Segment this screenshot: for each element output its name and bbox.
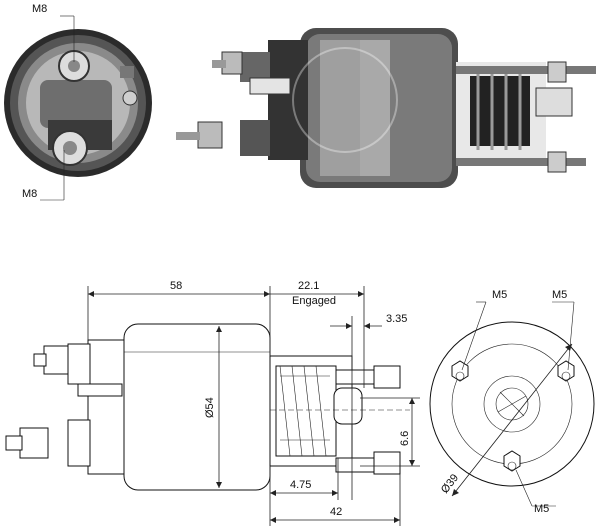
dim-stroke: 22.1 <box>298 280 319 292</box>
dim-stroke-note: Engaged <box>292 295 336 307</box>
dim-pin-offset: 4.75 <box>290 479 311 491</box>
label-bottom-stud: M8 <box>22 188 37 200</box>
dim-body-length: 58 <box>170 280 182 292</box>
end-view-drawing: M5 M5 M5 Ø39 <box>429 289 595 515</box>
hole-left <box>451 360 469 382</box>
dim-diameter: Ø54 <box>204 397 216 418</box>
photo-end-view: M8 M8 <box>4 3 152 201</box>
hole-right <box>557 360 575 382</box>
photo-side-view <box>176 28 596 188</box>
dim-overall-plunger: 42 <box>330 506 342 518</box>
hole-bottom <box>503 450 521 472</box>
label-hole-right: M5 <box>552 289 567 301</box>
label-hole-bottom: M5 <box>534 503 549 515</box>
dim-stud-spacing: 6.6 <box>399 431 411 446</box>
label-top-stud: M8 <box>32 3 47 15</box>
label-hole-left: M5 <box>492 289 507 301</box>
side-view-drawing: 58 22.1 Engaged 3.35 Ø54 6.6 4.75 <box>5 280 420 526</box>
dim-plunger-offset: 3.35 <box>386 313 407 325</box>
